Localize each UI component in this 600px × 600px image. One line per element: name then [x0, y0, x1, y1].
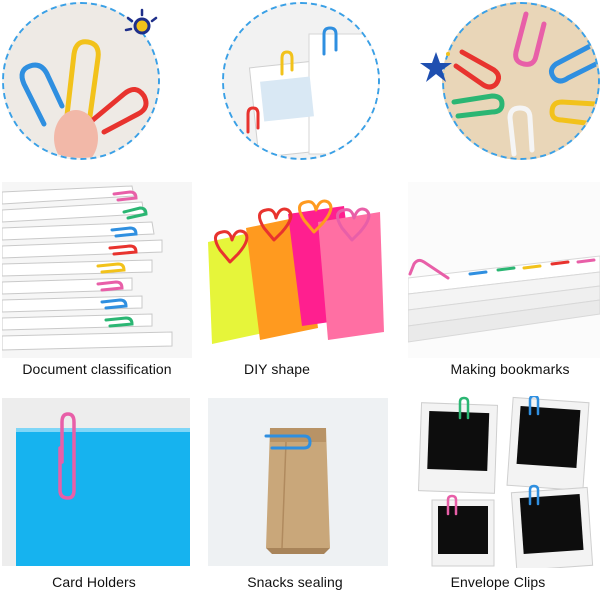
caption-making-bookmarks: Making bookmarks	[450, 361, 570, 377]
diy-shape-photo	[208, 182, 388, 358]
paperclip-icon	[458, 396, 470, 420]
paperclip-icon	[446, 494, 458, 516]
paperclip-icon	[96, 262, 126, 274]
paperclip-icon	[108, 244, 138, 256]
paperclip-icon	[85, 87, 149, 135]
paperclip-icon	[19, 62, 65, 127]
paperclip-icon	[58, 412, 76, 500]
paperclip-icon	[264, 434, 312, 450]
hand-holding-clips-circle	[2, 2, 160, 160]
envelope-clips-photo	[410, 396, 600, 568]
paperclip-icon	[96, 280, 124, 292]
paperclip-icon	[214, 229, 249, 264]
colorful-clips-circle	[442, 2, 600, 160]
paperclip-icon	[110, 226, 138, 238]
paperclip-icon	[507, 105, 535, 157]
documents-with-clip-circle	[222, 2, 380, 160]
paperclip-icon	[258, 207, 293, 242]
star-doodle-icon	[418, 50, 454, 84]
paperclip-icon	[528, 396, 540, 416]
paperclip-icon	[528, 484, 540, 506]
paperclip-icon	[298, 199, 333, 234]
paperclip-icon	[513, 11, 547, 67]
paperclip-icon	[246, 106, 260, 134]
paperclip-icon	[496, 266, 516, 272]
caption-envelope-clips: Envelope Clips	[450, 574, 546, 590]
snack-bag-photo	[208, 398, 388, 566]
card-holder-photo	[2, 398, 190, 566]
paperclip-icon	[522, 264, 542, 270]
bookmarks-photo	[408, 182, 600, 358]
paperclip-icon	[550, 260, 570, 266]
paperclip-icon	[336, 207, 371, 242]
caption-card-holders: Card Holders	[52, 574, 136, 590]
document-stack-photo	[2, 182, 192, 358]
sun-doodle-icon	[122, 8, 162, 40]
paperclip-icon	[122, 206, 148, 220]
paperclip-icon	[280, 50, 294, 76]
caption-diy-shape: DIY shape	[243, 361, 311, 377]
paperclip-icon	[112, 190, 138, 202]
caption-snacks-sealing: Snacks sealing	[247, 574, 343, 590]
paperclip-icon	[408, 258, 450, 280]
paperclip-icon	[100, 298, 128, 310]
paperclip-icon	[453, 49, 502, 90]
paperclip-icon	[104, 316, 134, 328]
paperclip-icon	[576, 258, 596, 264]
paperclip-icon	[451, 93, 505, 119]
paperclip-icon	[549, 99, 598, 127]
paperclip-icon	[548, 41, 598, 84]
paperclip-icon	[468, 270, 488, 276]
paperclip-icon	[322, 26, 338, 56]
caption-document-classification: Document classification	[22, 361, 172, 377]
paperclip-icon	[63, 39, 101, 127]
